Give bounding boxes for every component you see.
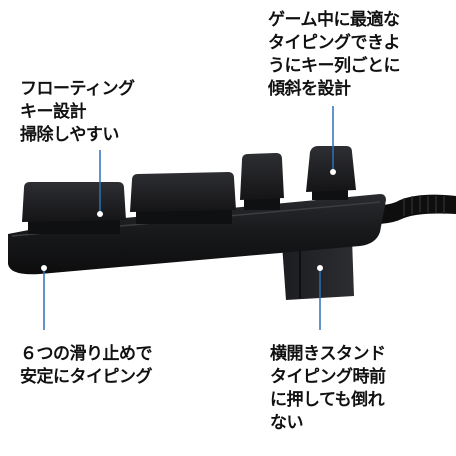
callout-line: ６つの滑り止めで — [20, 344, 153, 364]
keycap-2 — [130, 172, 236, 212]
keyboard-body — [8, 194, 386, 275]
callout-line: フローティング — [20, 79, 135, 99]
keycap-3 — [240, 153, 284, 200]
callout-line: タイピング時前 — [270, 367, 386, 387]
callout-line: に押しても倒れ — [270, 390, 385, 410]
callout-line: 掃除しやすい — [20, 125, 119, 145]
callout-kickstand: 横開きスタンド タイピング時前 に押しても倒れ ない — [270, 343, 386, 435]
keycap-1 — [22, 182, 126, 222]
callout-line: タイピングできよ — [268, 33, 401, 53]
callout-line: うにキー列ごとに — [268, 56, 401, 76]
callout-rubber-feet: ６つの滑り止めで 安定にタイピング — [20, 343, 153, 389]
callout-line: 安定にタイピング — [20, 367, 153, 387]
keycap-4 — [306, 146, 356, 192]
callout-line: ない — [270, 413, 303, 433]
callout-line: 横開きスタンド — [270, 344, 386, 364]
callout-line: 傾斜を設計 — [268, 79, 351, 99]
callout-floating-keys: フローティング キー設計 掃除しやすい — [20, 78, 135, 147]
callout-tilt-per-row: ゲーム中に最適な タイピングできよ うにキー列ごとに 傾斜を設計 — [268, 9, 401, 101]
callout-line: ゲーム中に最適な — [268, 10, 400, 30]
callout-line: キー設計 — [20, 102, 87, 122]
